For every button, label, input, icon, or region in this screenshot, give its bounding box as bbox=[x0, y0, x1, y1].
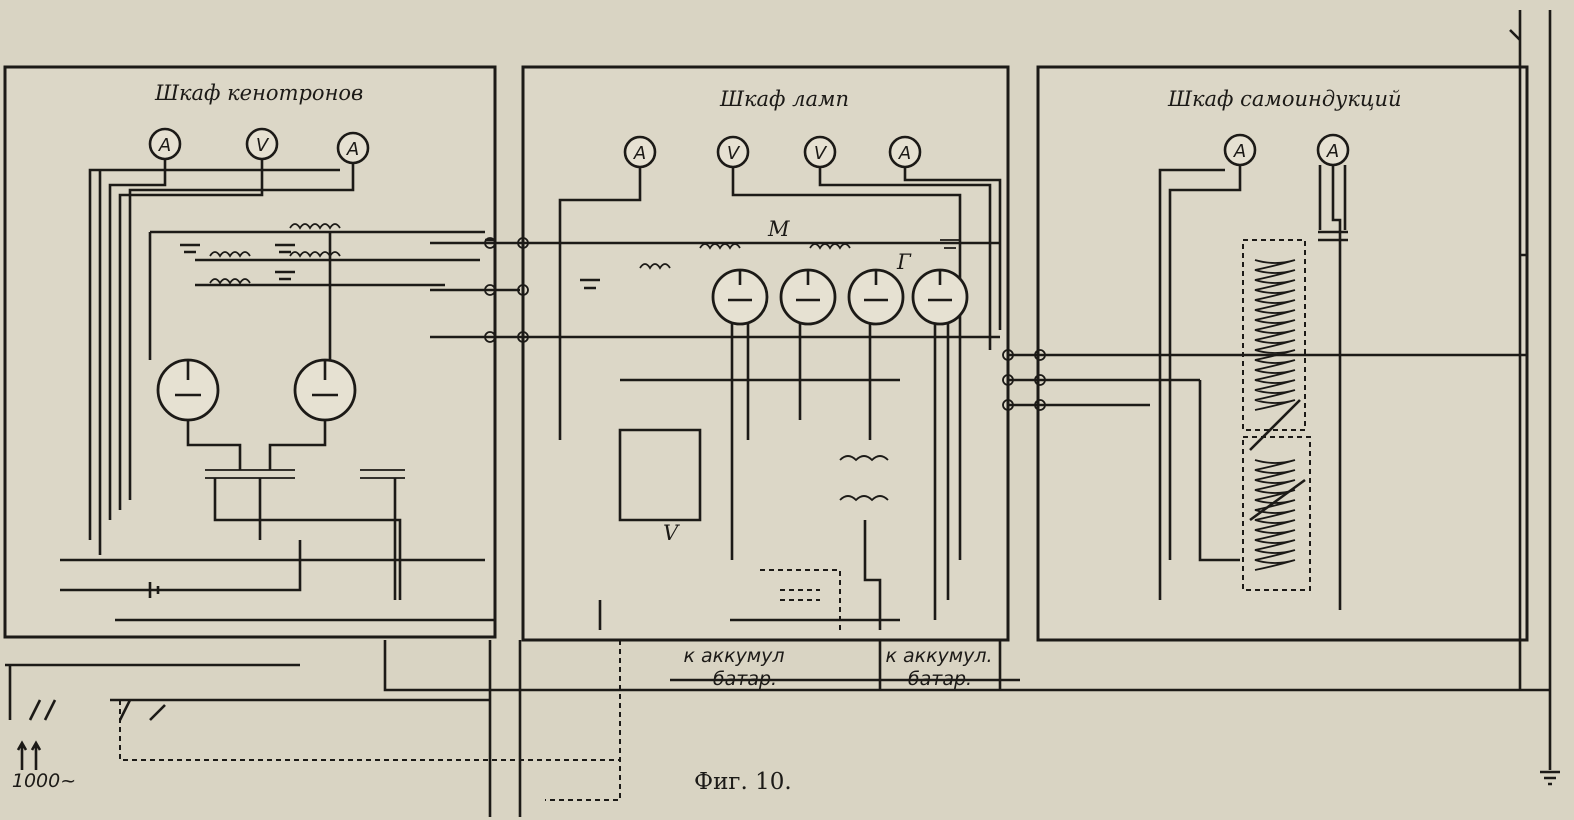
voltmeter-icon: V bbox=[803, 135, 837, 169]
tube-label-v: V bbox=[663, 521, 680, 545]
lamp-cabinet-title: Шкаф ламп bbox=[719, 87, 849, 111]
figure-caption: Фиг. 10. bbox=[694, 769, 792, 795]
inductance-cabinet-title: Шкаф самоиндукций bbox=[1167, 87, 1402, 111]
svg-text:A: A bbox=[158, 135, 171, 156]
tube-label-m: M bbox=[767, 217, 790, 241]
kenotron-wiring bbox=[60, 159, 495, 622]
ammeter-icon: A bbox=[888, 135, 922, 169]
voltmeter-icon: V bbox=[716, 135, 750, 169]
ammeter-icon: A bbox=[623, 135, 657, 169]
terminal-connectors bbox=[430, 237, 1520, 411]
source-label: 1000~ bbox=[12, 770, 76, 792]
kenotron-cabinet bbox=[3, 65, 497, 639]
svg-text:V: V bbox=[727, 143, 741, 164]
svg-text:V: V bbox=[814, 143, 828, 164]
svg-text:A: A bbox=[1326, 141, 1339, 162]
svg-text:A: A bbox=[346, 139, 359, 160]
lamp-cabinet bbox=[521, 65, 1010, 642]
ammeter-icon: A bbox=[336, 131, 370, 165]
ammeter-icon: A bbox=[1223, 133, 1257, 167]
svg-text:A: A bbox=[1233, 141, 1246, 162]
ammeter-icon: A bbox=[1316, 133, 1350, 167]
kenotron-cabinet-title: Шкаф кенотронов bbox=[154, 81, 363, 105]
battery-label: к аккумул bbox=[683, 645, 784, 667]
ammeter-icon: A bbox=[148, 127, 182, 161]
svg-text:A: A bbox=[633, 143, 646, 164]
battery-label: к аккумул. bbox=[885, 645, 992, 667]
battery-label: батар. bbox=[908, 668, 972, 690]
lamp-wiring: M Г V bbox=[119, 167, 1002, 801]
inductance-wiring bbox=[1158, 10, 1560, 786]
bottom-wiring bbox=[5, 640, 1550, 817]
tube-label-g: Г bbox=[896, 250, 912, 274]
battery-label: батар. bbox=[713, 668, 777, 690]
voltmeter-icon: V bbox=[245, 127, 279, 161]
svg-text:A: A bbox=[898, 143, 911, 164]
svg-text:V: V bbox=[256, 135, 270, 156]
